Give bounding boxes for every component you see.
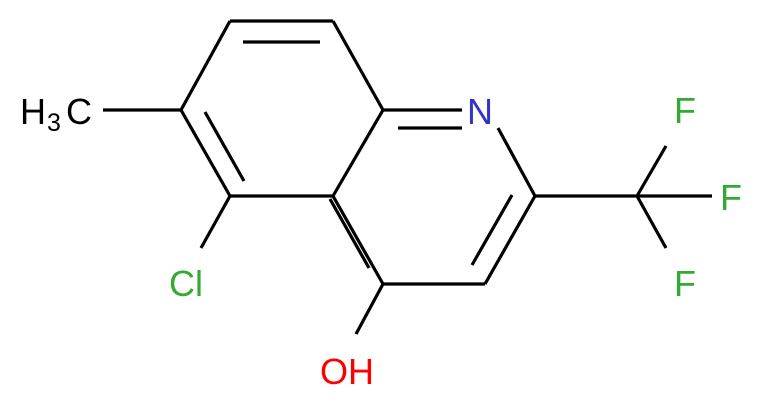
bond-c7-c8a <box>331 20 385 111</box>
bond-c4-c4a-inner <box>328 198 371 269</box>
chlorine-label: Cl <box>169 263 203 304</box>
bond-cf3-f1 <box>635 145 668 197</box>
nitrogen-label: N <box>467 91 493 132</box>
methyl-h: H <box>20 91 46 132</box>
bond-n-c2 <box>496 127 537 197</box>
bond-c4-c4a <box>331 195 385 285</box>
hydroxyl-label: OH <box>320 351 374 392</box>
bond-c6-c5 <box>179 109 232 197</box>
methyl-c: C <box>66 91 92 132</box>
bond-c6-c5-inner <box>203 111 246 182</box>
bond-c4a-c8a <box>331 109 385 197</box>
methyl-subscript: 3 <box>47 109 61 137</box>
methyl-label: H 3 C <box>20 91 92 137</box>
bond-c4-oh <box>354 283 385 335</box>
fluorine-label-bottom: F <box>674 263 696 304</box>
bond-c2-c3-inner <box>470 194 514 266</box>
fluorine-label-right: F <box>720 177 742 218</box>
bond-cf3-f3 <box>635 195 668 249</box>
fluorine-label-top: F <box>674 90 696 131</box>
bond-c5-cl <box>199 195 232 249</box>
bond-c8-c6 <box>179 20 232 111</box>
bond-c2-c3 <box>483 195 537 285</box>
